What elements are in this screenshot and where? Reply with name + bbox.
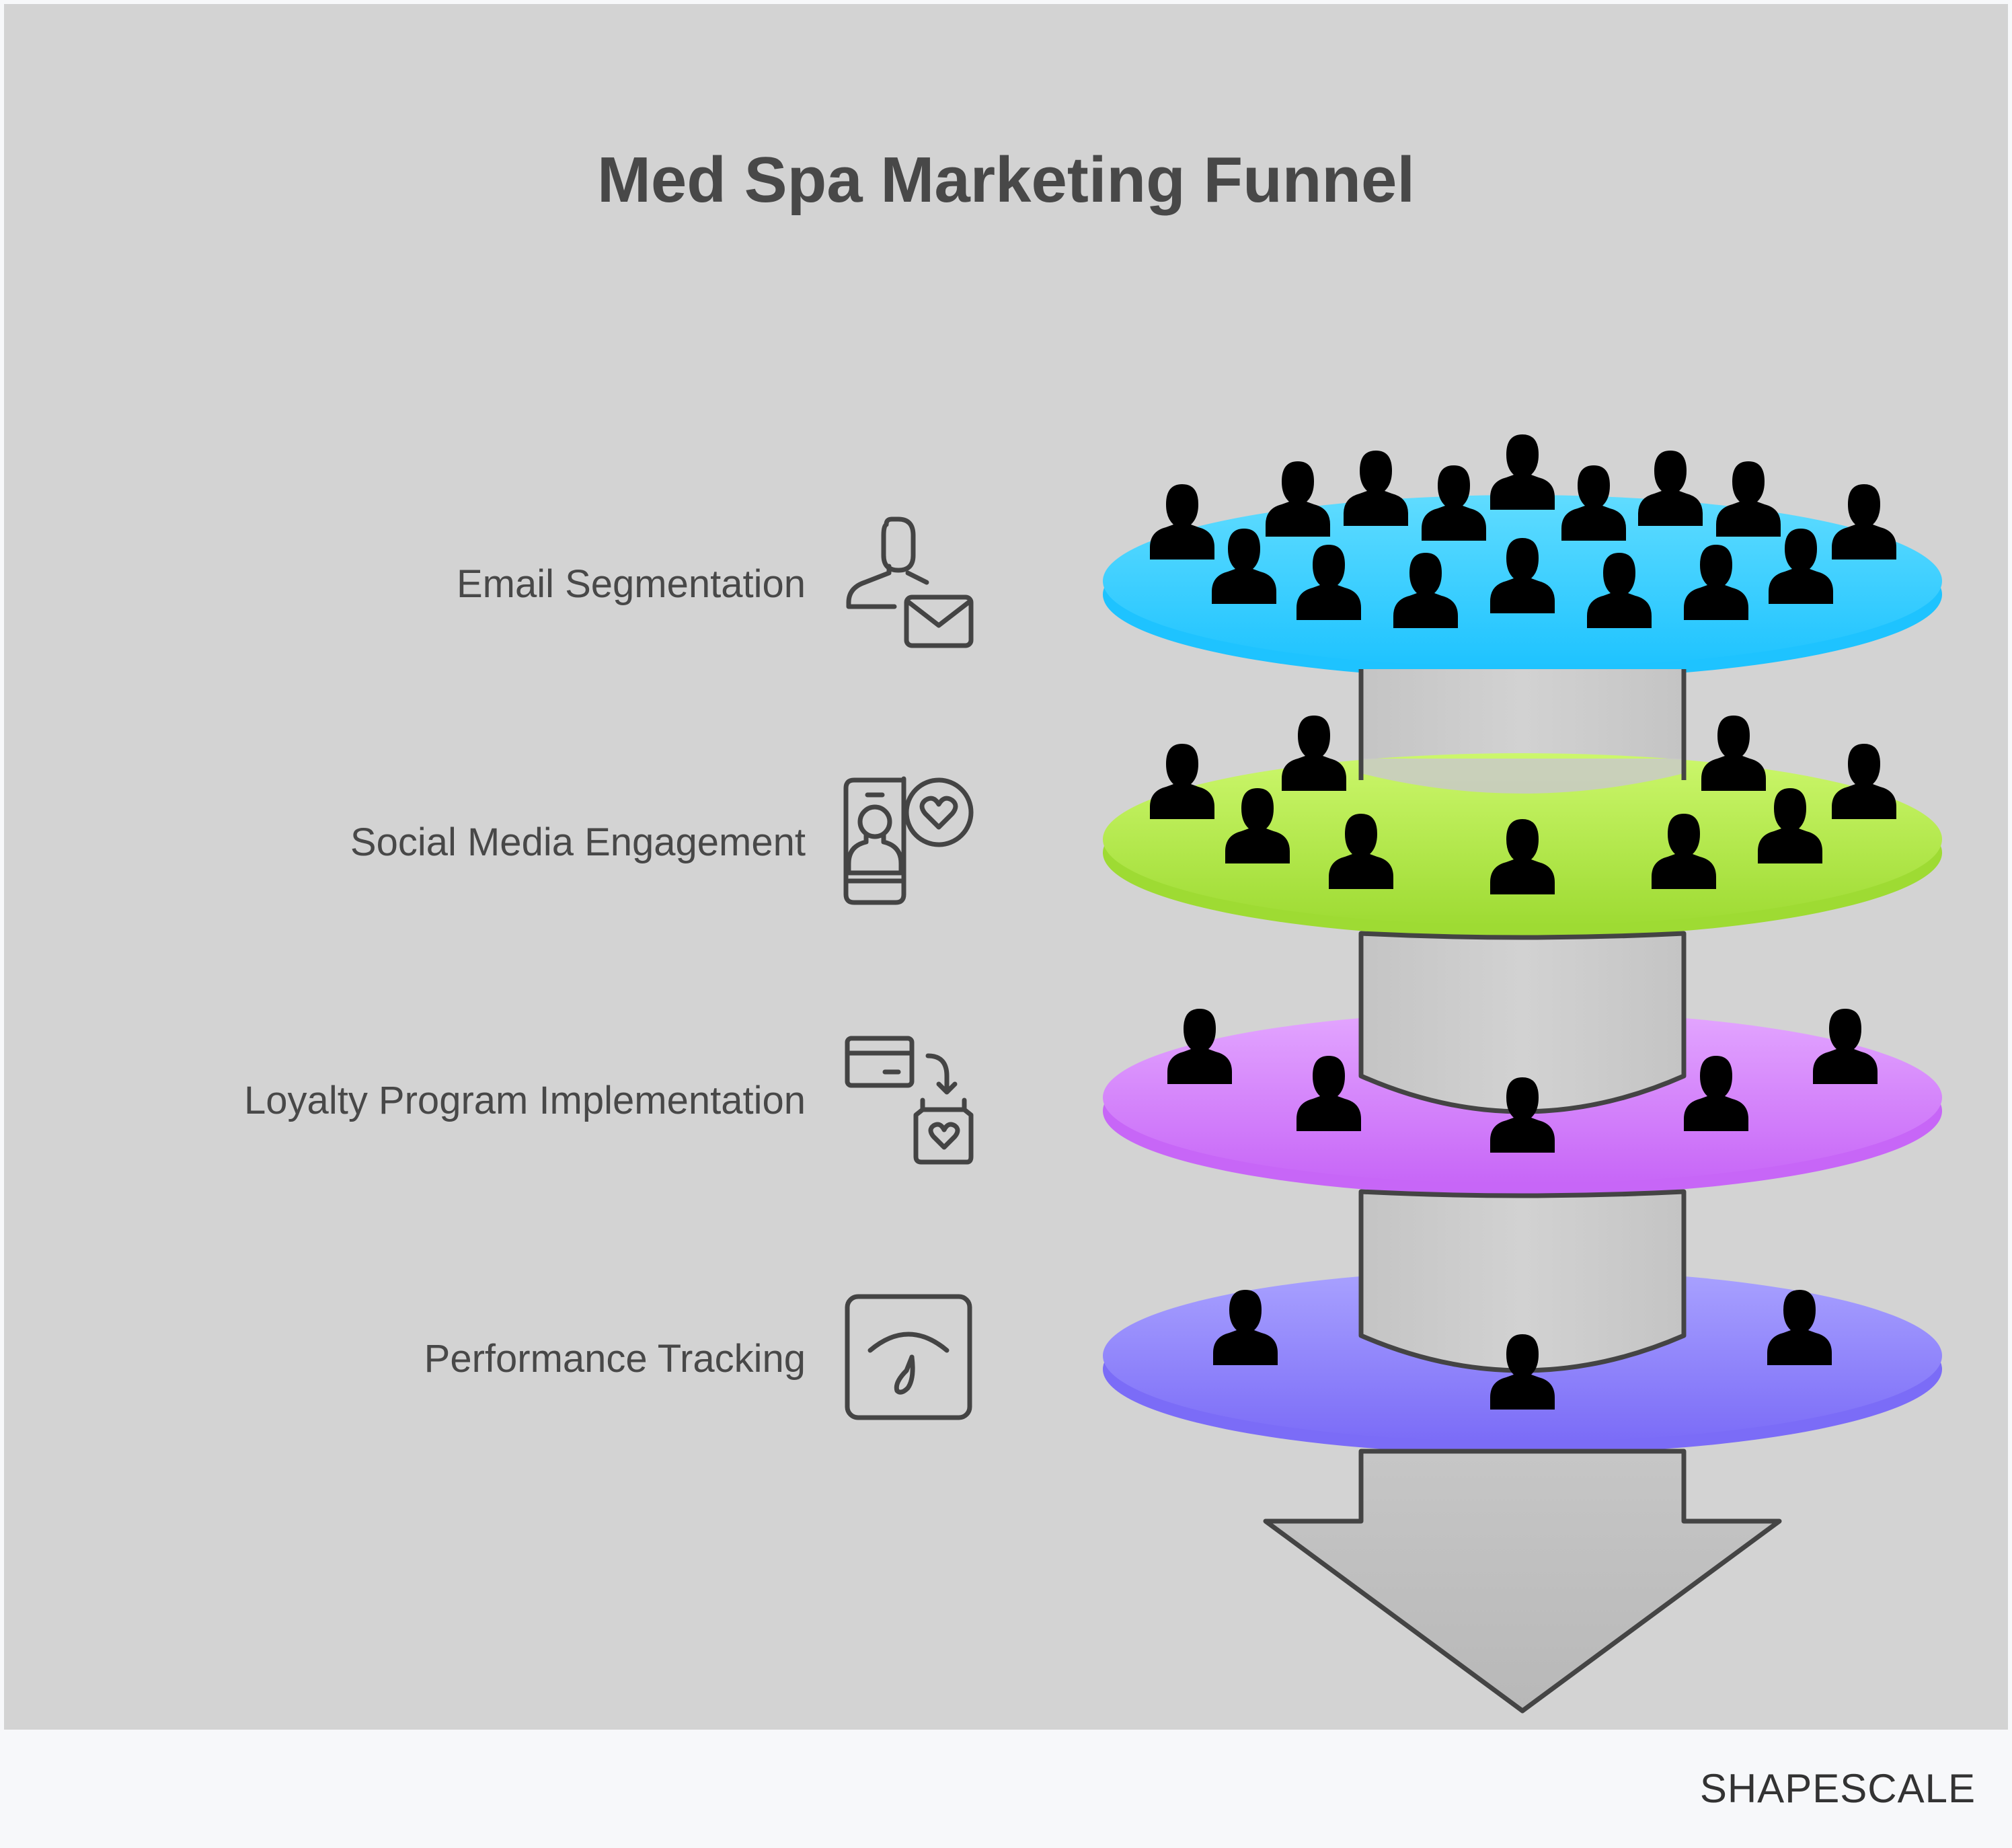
stage-label-social-media-engagement: Social Media Engagement (350, 820, 806, 864)
brand-logo-text: SHAPESCALE (1700, 1766, 1976, 1811)
footer-bar (0, 1730, 2012, 1848)
page-title: Med Spa Marketing Funnel (597, 144, 1415, 216)
stage-label-email-segmentation: Email Segmentation (457, 562, 806, 606)
card-to-loyalty-bag-icon (845, 1036, 974, 1165)
down-arrow-icon (1263, 1449, 1782, 1714)
user-email-icon (846, 516, 974, 648)
stage-label-performance-tracking: Performance Tracking (424, 1337, 806, 1381)
stage-label-loyalty-program: Loyalty Program Implementation (244, 1079, 806, 1122)
phone-user-heart-icon (843, 776, 974, 905)
gauge-icon (845, 1294, 972, 1420)
